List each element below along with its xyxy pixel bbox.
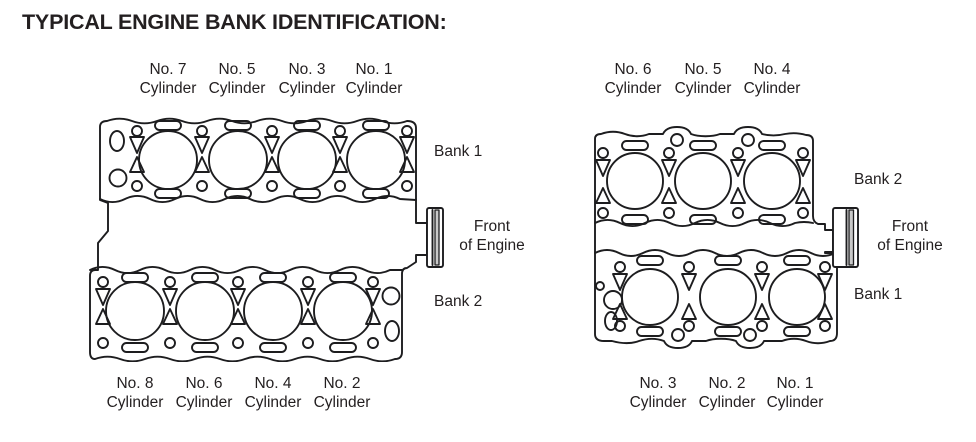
front-of-engine-label-left: Front of Engine (459, 217, 525, 255)
cylinder-label-no7: No. 7 Cylinder (140, 60, 197, 98)
cylinder-label-no4-left: No. 4 Cylinder (245, 374, 302, 412)
cylinder-label-no2-left: No. 2 Cylinder (314, 374, 371, 412)
cylinder-number: No. 6 (185, 375, 223, 392)
cylinder-word: Cylinder (629, 394, 687, 411)
cylinder-word: Cylinder (313, 394, 371, 411)
v8-bank1-gasket-holes (108, 120, 415, 199)
cylinder-number: No. 1 (776, 375, 814, 392)
v6-bank1-gasket-upper-edge (594, 249, 838, 257)
cylinder-label-no6-right: No. 6 Cylinder (605, 60, 662, 98)
cylinder-number: No. 4 (753, 61, 791, 78)
front-line2: of Engine (877, 237, 943, 254)
cylinder-word: Cylinder (345, 80, 403, 97)
v6-bank2-gasket-holes (595, 133, 811, 225)
cylinder-number: No. 3 (639, 375, 677, 392)
cylinder-number: No. 7 (149, 61, 187, 78)
cylinder-word: Cylinder (244, 394, 302, 411)
cylinder-label-no5-right: No. 5 Cylinder (675, 60, 732, 98)
bank-2-label-right-engine: Bank 2 (854, 171, 903, 188)
cylinder-word: Cylinder (743, 80, 801, 97)
cylinder-label-no4-right: No. 4 Cylinder (744, 60, 801, 98)
cylinder-label-no1-right: No. 1 Cylinder (767, 374, 824, 412)
v8-engine-diagram (89, 117, 444, 362)
cylinder-number: No. 2 (323, 375, 361, 392)
cylinder-label-no3: No. 3 Cylinder (630, 374, 687, 412)
bank-1-label-left-engine: Bank 1 (434, 143, 483, 160)
v6-engine-diagram (594, 126, 859, 349)
cylinder-number: No. 4 (254, 375, 292, 392)
cylinder-word: Cylinder (139, 80, 197, 97)
cylinder-word: Cylinder (604, 80, 662, 97)
cylinder-number: No. 2 (708, 375, 746, 392)
cylinder-word: Cylinder (175, 394, 233, 411)
v8-bank2-gasket-upper-edge (89, 266, 403, 274)
v8-block-outline (89, 117, 428, 362)
page-title: TYPICAL ENGINE BANK IDENTIFICATION: (22, 10, 447, 34)
bank-2-label-left-engine: Bank 2 (434, 293, 483, 310)
cylinder-label-no8: No. 8 Cylinder (107, 374, 164, 412)
v6-bank2-gasket-lower-edge (594, 219, 814, 227)
cylinder-label-no2-right: No. 2 Cylinder (699, 374, 756, 412)
bank-1-label-right-engine: Bank 1 (854, 286, 903, 303)
v8-bank1-gasket-lower-edge (99, 195, 417, 203)
cylinder-label-no5-left: No. 5 Cylinder (209, 60, 266, 98)
cylinder-label-no3: No. 3 Cylinder (279, 60, 336, 98)
cylinder-word: Cylinder (698, 394, 756, 411)
front-line1: Front (473, 218, 511, 235)
cylinder-word: Cylinder (766, 394, 824, 411)
cylinder-word: Cylinder (208, 80, 266, 97)
front-line2: of Engine (459, 237, 525, 254)
front-of-engine-label-right: Front of Engine (877, 217, 943, 255)
cylinder-number: No. 1 (355, 61, 393, 78)
cylinder-word: Cylinder (106, 394, 164, 411)
cylinder-word: Cylinder (278, 80, 336, 97)
cylinder-number: No. 8 (116, 375, 154, 392)
v8-front-pulley (426, 207, 444, 268)
cylinder-number: No. 5 (218, 61, 256, 78)
front-line1: Front (891, 218, 929, 235)
cylinder-label-no1-left: No. 1 Cylinder (346, 60, 403, 98)
cylinder-word: Cylinder (674, 80, 732, 97)
cylinder-label-no6-left: No. 6 Cylinder (176, 374, 233, 412)
v6-bank1-gasket-holes (595, 255, 833, 342)
cylinder-number: No. 5 (684, 61, 722, 78)
cylinder-number: No. 6 (614, 61, 652, 78)
v8-bank2-gasket-holes (95, 272, 401, 353)
v6-front-pulley (832, 207, 859, 268)
cylinder-number: No. 3 (288, 61, 326, 78)
